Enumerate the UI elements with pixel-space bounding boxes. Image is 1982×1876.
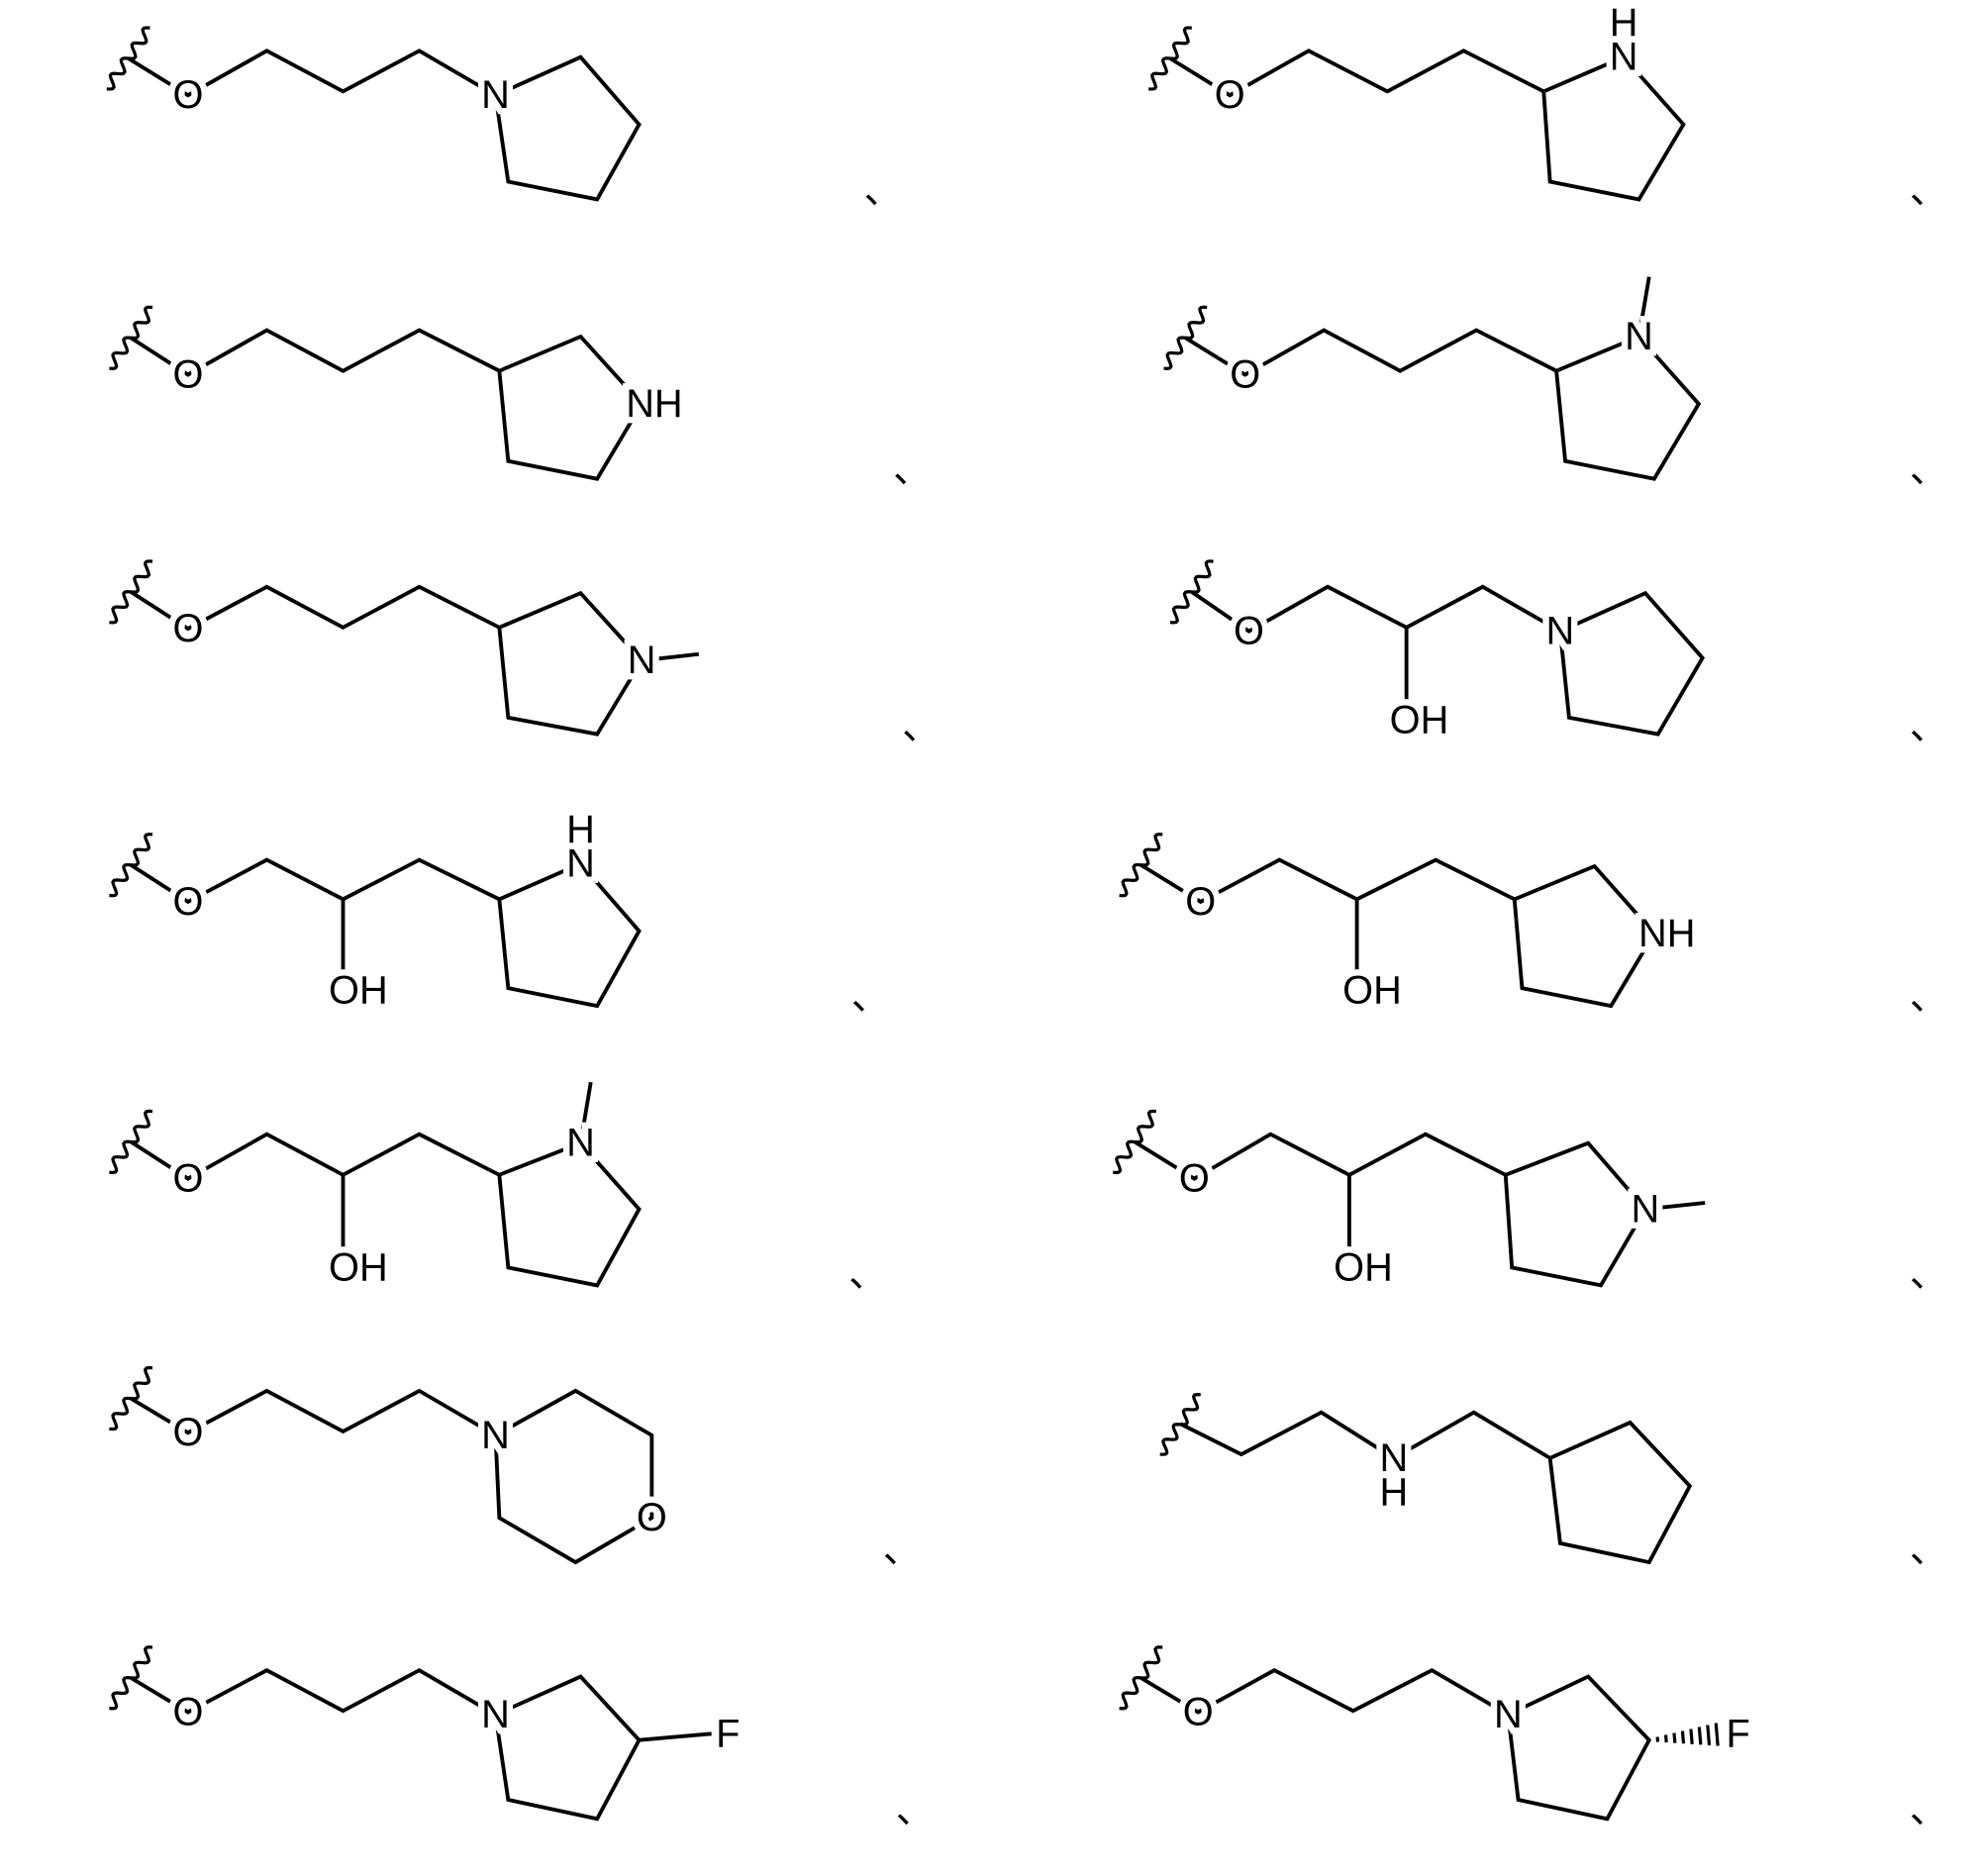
- atom-label: O: [1183, 1690, 1214, 1733]
- separator-mark: 、: [1910, 1251, 1947, 1296]
- separator-mark: 、: [1910, 447, 1947, 492]
- bond-path: [1140, 1670, 1648, 1819]
- atom-label: N: [1632, 1187, 1660, 1231]
- atom-label: O: [1185, 880, 1216, 924]
- hashed-bond-segment: [1716, 1724, 1718, 1746]
- structure-2: ONH、: [1148, 1, 1947, 213]
- atom-label: F: [1726, 1712, 1749, 1755]
- atom-label: N: [1546, 610, 1575, 653]
- structure-8: O OH NH 、: [1120, 835, 1948, 1020]
- atom-label: OH: [1334, 1245, 1393, 1289]
- separator-mark: 、: [893, 447, 931, 492]
- atom-label: O: [172, 880, 203, 924]
- structure-6: O OH N 、: [1170, 561, 1947, 749]
- atom-label: H: [566, 808, 595, 851]
- atom-label: H: [1610, 1, 1638, 45]
- bond-path: [131, 587, 642, 735]
- atom-label: OH: [1390, 698, 1449, 741]
- atom-label: N: [1494, 1693, 1523, 1736]
- atom-label: N: [1625, 315, 1653, 358]
- atom-label: O: [172, 607, 203, 650]
- atom-label: N: [628, 639, 656, 682]
- bond-path: [640, 1733, 712, 1739]
- atom-label: O: [172, 352, 203, 396]
- atom-label: OH: [329, 1245, 388, 1289]
- separator-mark: 、: [883, 1528, 921, 1572]
- bond-path: [1185, 331, 1698, 479]
- atom-label: OH: [1342, 969, 1402, 1013]
- structure-12: NH、: [1160, 1395, 1948, 1572]
- hashed-bond-segment: [1708, 1726, 1710, 1745]
- bond-path: [1180, 1413, 1690, 1562]
- separator-mark: 、: [851, 975, 889, 1020]
- atom-label: O: [172, 1411, 203, 1454]
- structure-3: O NH 、: [109, 307, 931, 492]
- atom-label: H: [1379, 1471, 1408, 1515]
- separator-mark: 、: [1910, 704, 1947, 748]
- hashed-bond-segment: [1691, 1728, 1692, 1743]
- structure-14: O N F 、: [1120, 1647, 1948, 1832]
- atom-label: O: [172, 73, 203, 117]
- atom-label: NH: [626, 382, 682, 426]
- separator-mark: 、: [896, 1788, 934, 1832]
- structure-5: O N 、: [109, 561, 940, 749]
- structure-10: O OH N 、: [1113, 1111, 1947, 1296]
- separator-mark: 、: [1910, 1788, 1947, 1832]
- structure-11: O N O 、: [109, 1368, 921, 1572]
- atom-label: N: [566, 1122, 595, 1165]
- atom-label: N: [481, 73, 510, 117]
- atom-label: N: [481, 1414, 510, 1457]
- separator-mark: 、: [1910, 975, 1947, 1020]
- atom-label: O: [1234, 610, 1264, 653]
- wavy-attachment-bond-icon: [1113, 1111, 1156, 1172]
- structure-13: O N F 、: [109, 1647, 934, 1832]
- atom-label: O: [1230, 352, 1260, 396]
- separator-mark: 、: [864, 168, 902, 213]
- structure-9: O OH N 、: [109, 1082, 886, 1296]
- wavy-attachment-bond-icon: [1148, 28, 1192, 89]
- hashed-bond-segment: [1699, 1727, 1700, 1744]
- atom-label: N: [481, 1693, 510, 1736]
- hashed-bond-segment: [1666, 1734, 1667, 1742]
- separator-mark: 、: [902, 704, 940, 748]
- bond-path: [131, 1670, 639, 1819]
- atom-label: NH: [1638, 912, 1695, 955]
- bond-path: [129, 50, 640, 199]
- atom-label: O: [637, 1496, 667, 1539]
- atom-label: O: [1215, 73, 1245, 117]
- atom-label: O: [172, 1690, 203, 1733]
- separator-mark: 、: [1910, 168, 1947, 213]
- structure-7: OOHNH、: [109, 808, 889, 1020]
- bond-path: [1170, 50, 1683, 199]
- structure-1: O N 、: [107, 28, 902, 213]
- bond-path: [131, 1391, 651, 1562]
- hashed-bond-segment: [1682, 1730, 1683, 1743]
- hashed-bond-segment: [1674, 1732, 1675, 1742]
- bond-path: [131, 331, 642, 479]
- atom-label: O: [1179, 1157, 1210, 1201]
- atom-label: OH: [329, 969, 388, 1013]
- atom-label: F: [716, 1712, 740, 1755]
- separator-mark: 、: [1910, 1528, 1947, 1572]
- separator-mark: 、: [848, 1251, 886, 1296]
- wavy-attachment-bond-icon: [109, 1111, 152, 1172]
- wavy-attachment-bond-icon: [1170, 561, 1214, 623]
- atom-label: O: [172, 1157, 203, 1201]
- structure-4: O N 、: [1164, 277, 1948, 493]
